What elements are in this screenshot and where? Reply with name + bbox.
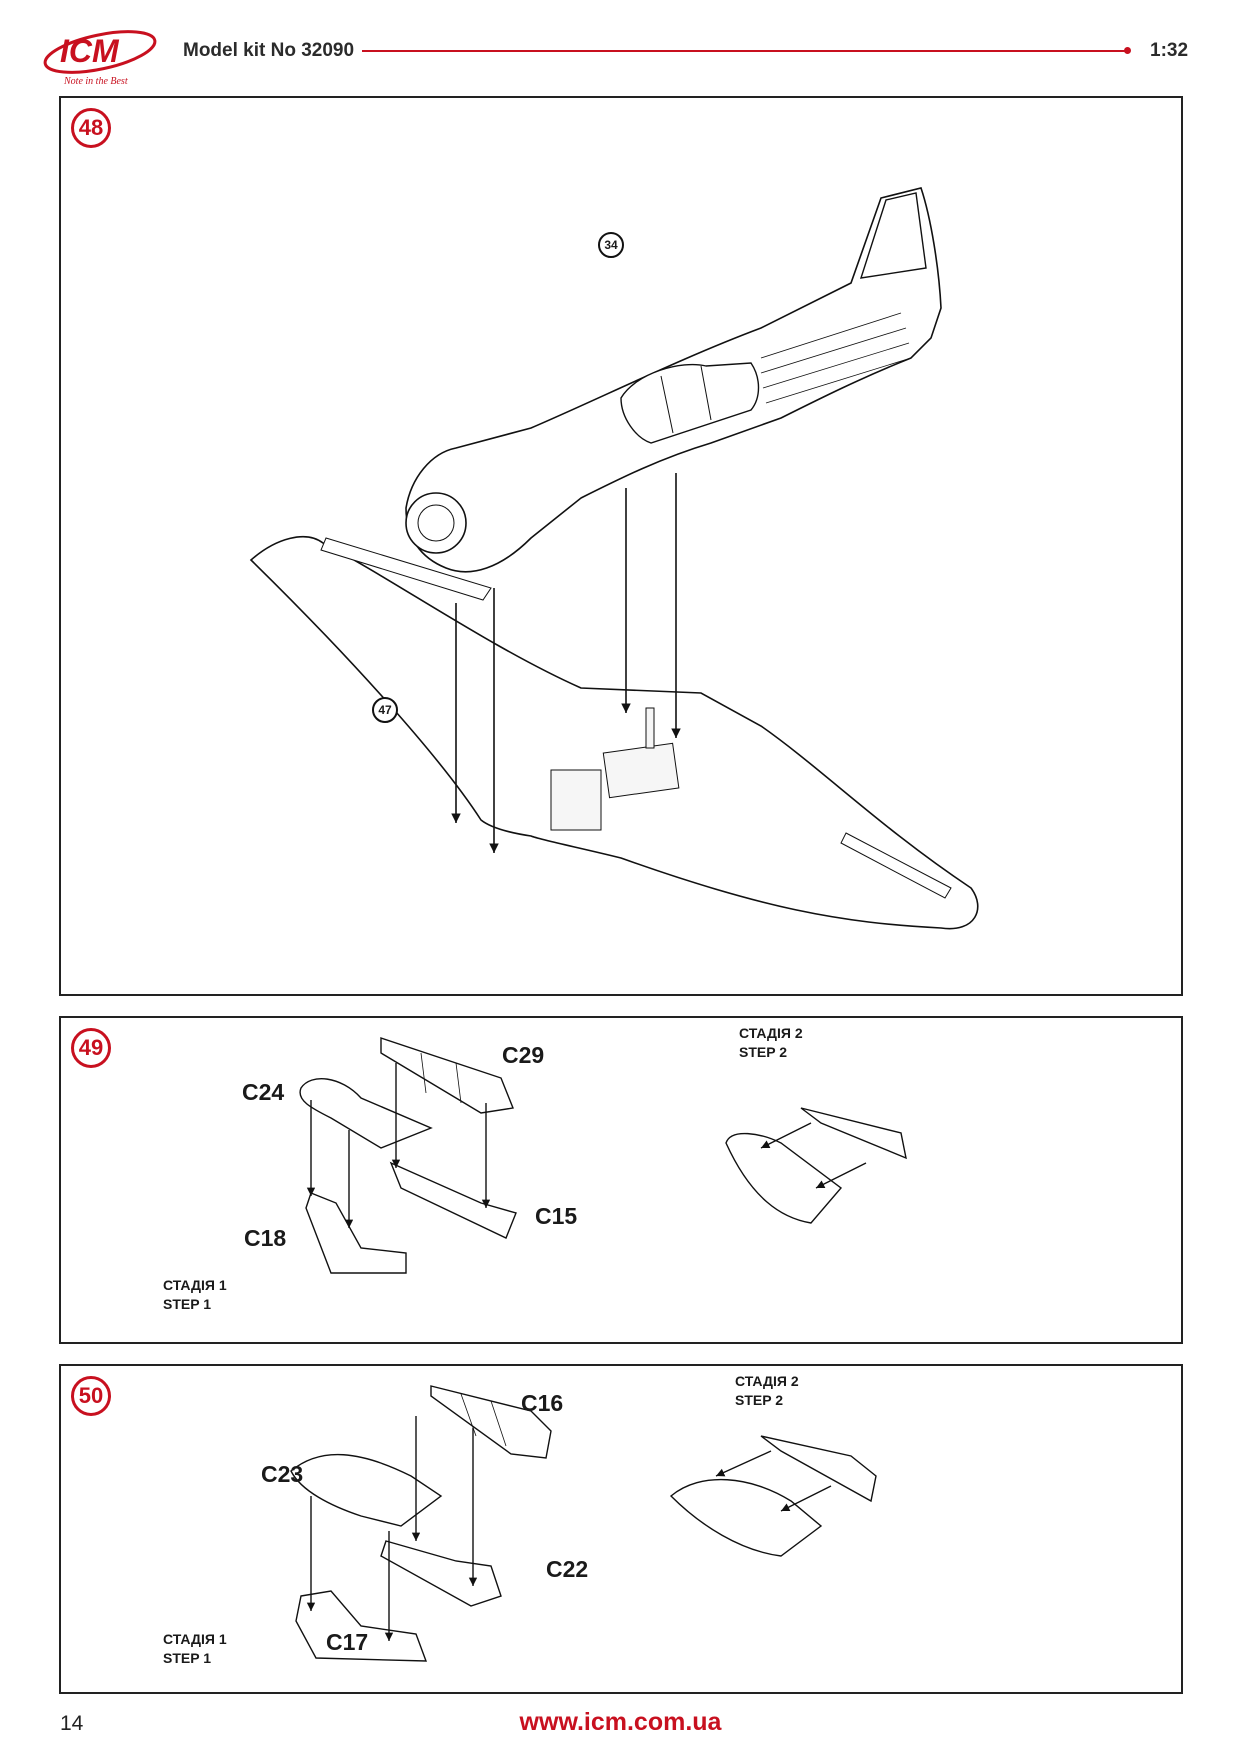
kit-title: Model kit No 32090 — [183, 40, 355, 61]
stage-2-label: СТАДІЯ 2 STEP 2 — [739, 1025, 803, 1060]
step-number-badge: 50 — [71, 1376, 111, 1416]
part-c29 — [380, 1037, 514, 1114]
part-c17 — [295, 1590, 428, 1662]
logo-text: ICM — [60, 33, 120, 69]
step-48-panel: 48 — [59, 96, 1183, 996]
header-rule-dot — [1124, 47, 1131, 54]
step-49-diagram — [299, 1037, 907, 1274]
kit-scale: 1:32 — [1150, 40, 1189, 61]
step-49-panel: 49 C29 C24 C15 C18 СТ — [59, 1016, 1183, 1344]
part-c16 — [430, 1385, 552, 1459]
step-number-badge: 49 — [71, 1028, 111, 1068]
canopy — [620, 362, 760, 444]
part-label-c18: C18 — [244, 1225, 287, 1251]
part-c23 — [290, 1453, 443, 1527]
part-label-c17: C17 — [326, 1629, 369, 1655]
step-number-badge: 48 — [71, 108, 111, 148]
stage-2-label: СТАДІЯ 2 STEP 2 — [735, 1373, 799, 1408]
part-label-c16: C16 — [521, 1390, 564, 1416]
ref-step-34-badge: 34 — [598, 232, 624, 258]
icm-logo: ICM Note in the Best — [40, 18, 170, 90]
part-label-c24: C24 — [242, 1079, 285, 1105]
step-50-diagram — [290, 1385, 877, 1662]
page-number: 14 — [60, 1712, 84, 1735]
part-c24 — [299, 1078, 433, 1149]
step-48-diagram — [249, 187, 979, 930]
footer-url-link[interactable]: www.icm.com.ua — [519, 1708, 722, 1736]
part-c15 — [389, 1161, 517, 1239]
wing-assembly — [249, 535, 979, 930]
part-label-c29: C29 — [502, 1042, 545, 1068]
part-label-c22: C22 — [546, 1556, 589, 1582]
part-label-c15: C15 — [535, 1203, 578, 1229]
stage-1-label: СТАДІЯ 1 STEP 1 — [163, 1277, 227, 1312]
logo-tagline: Note in the Best — [63, 76, 128, 87]
stage2-assembly-50 — [669, 1478, 823, 1557]
ref-step-47-badge: 47 — [372, 697, 398, 723]
stage2-assembly-49 — [725, 1132, 843, 1224]
stage-1-label: СТАДІЯ 1 STEP 1 — [163, 1631, 227, 1666]
part-c22 — [380, 1540, 502, 1607]
header-rule — [362, 50, 1129, 52]
part-c18 — [305, 1192, 407, 1274]
part-label-c23: C23 — [261, 1461, 304, 1487]
step-50-panel: 50 C16 C23 C22 C17 СТ — [59, 1364, 1183, 1694]
